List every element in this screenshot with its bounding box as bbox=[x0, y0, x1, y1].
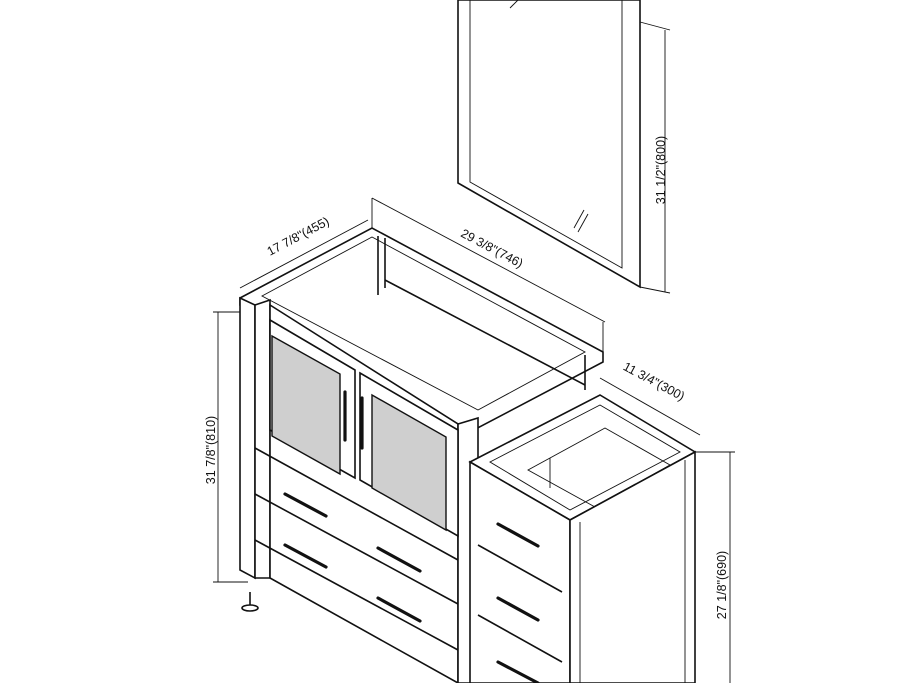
side-cabinet-width-label: 11 3/4"(300) bbox=[621, 359, 687, 403]
side-cabinet bbox=[468, 394, 697, 683]
side-cabinet-dimension-lines bbox=[599, 377, 735, 683]
vanity-depth-label: 17 7/8"(455) bbox=[265, 214, 332, 258]
mirror-height-dimension bbox=[639, 21, 671, 294]
side-cabinet-height-label: 27 1/8"(690) bbox=[715, 551, 729, 619]
leveling-foot bbox=[241, 592, 259, 612]
mirror-height-label: 31 1/2"(800) bbox=[654, 136, 668, 204]
vanity-cabinet bbox=[239, 227, 604, 683]
vanity-height-label: 31 7/8"(810) bbox=[204, 416, 218, 484]
vanity-width-label: 29 3/8"(746) bbox=[458, 226, 525, 270]
vanity-dimension-lines bbox=[213, 197, 606, 583]
